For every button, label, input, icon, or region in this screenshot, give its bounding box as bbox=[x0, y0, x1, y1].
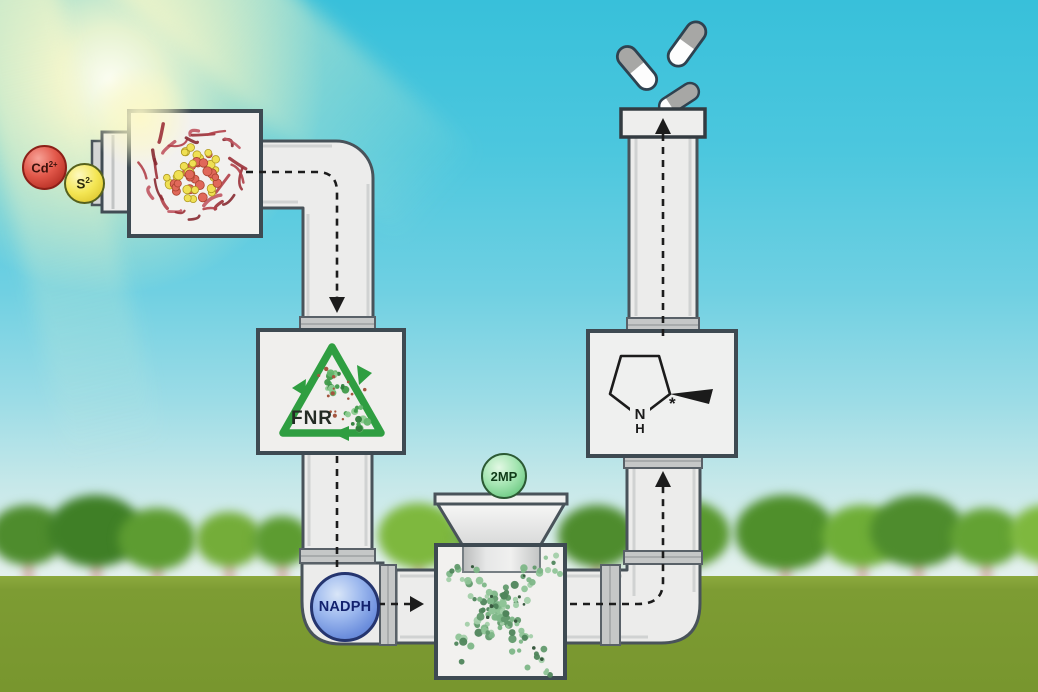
fnr-protein-illustration bbox=[317, 366, 372, 433]
pipe-shading bbox=[258, 144, 370, 316]
methyl-wedge-bond bbox=[670, 389, 713, 404]
flow-arrow-3 bbox=[570, 486, 665, 606]
hydrogen-atom-label: H bbox=[635, 421, 645, 436]
cadmium-ion-ball: Cd2+ bbox=[22, 145, 67, 190]
flow-arrow-1 bbox=[246, 170, 339, 298]
substrate-2mp-label: 2MP bbox=[490, 468, 518, 484]
nadph-label: NADPH bbox=[318, 598, 372, 615]
flow-arrowheads bbox=[329, 118, 671, 612]
pill-capsule-1 bbox=[613, 42, 659, 91]
pipe-shading bbox=[307, 454, 368, 546]
pipe-shading bbox=[634, 136, 692, 316]
imine-reductase-protein-illustration bbox=[446, 552, 564, 678]
pyrrolidine-ring bbox=[608, 354, 672, 419]
sulfide-ion-label: S2- bbox=[76, 175, 93, 191]
tree bbox=[870, 495, 965, 590]
tree bbox=[735, 495, 835, 590]
tree bbox=[196, 512, 262, 590]
sulfide-ion-ball: S2- bbox=[64, 163, 105, 204]
reductase-chamber bbox=[434, 543, 567, 680]
pipe-top-elbow bbox=[253, 139, 375, 324]
cadmium-ion-label: Cd2+ bbox=[31, 159, 58, 176]
cds-protein-cage-illustration bbox=[137, 122, 248, 221]
recycle-arrows-icon bbox=[279, 343, 385, 441]
dashed-flow-arrow-icon bbox=[246, 134, 665, 606]
sunlight-glow-on-chamber bbox=[88, 65, 192, 169]
hopper-funnel-icon bbox=[434, 501, 568, 548]
pyrrolidine-molecule bbox=[608, 354, 713, 419]
tree bbox=[950, 508, 1022, 590]
fnr-enzyme-label: FNR bbox=[290, 408, 334, 429]
tree bbox=[1010, 505, 1038, 590]
pill-capsule-2 bbox=[666, 17, 710, 68]
nitrogen-atom-label: N bbox=[630, 406, 650, 423]
substrate-2mp-ball: 2MP bbox=[481, 453, 527, 499]
stereocenter-label: * bbox=[669, 394, 676, 413]
nadph-cofactor-ball: NADPH bbox=[310, 572, 380, 642]
